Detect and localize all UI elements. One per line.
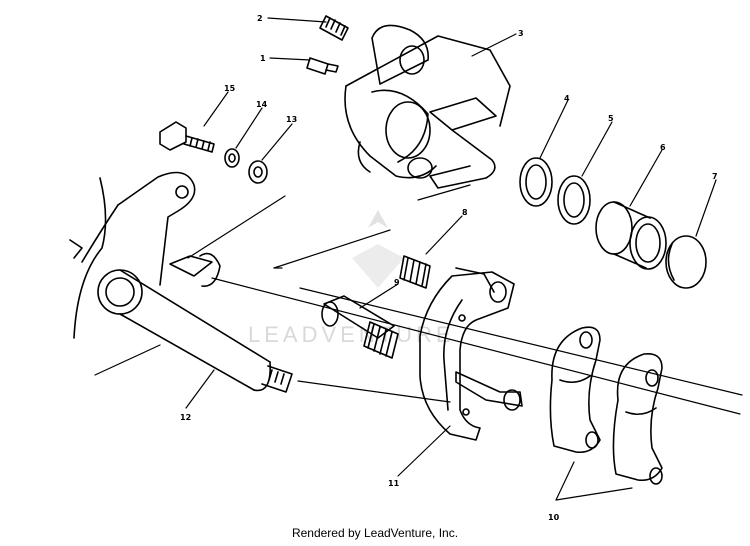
axis-lines (94, 184, 743, 415)
callout-9: 9 (394, 278, 400, 287)
piston-seal-inner (557, 175, 591, 225)
callout-4: 4 (564, 94, 570, 103)
callout-8: 8 (462, 208, 468, 217)
watermark-text: LEADVENTURE (248, 322, 455, 347)
callout-13: 13 (286, 115, 297, 124)
flat-washer (248, 160, 268, 184)
slide-pin-lower (321, 295, 395, 339)
pivot-pin (97, 252, 293, 393)
piston (595, 201, 667, 270)
caliper-body (344, 24, 511, 189)
bleeder-cap (319, 15, 349, 41)
callout-15: 15 (224, 84, 236, 93)
frame-bracket (69, 171, 213, 339)
callout-6: 6 (660, 143, 666, 152)
callout-1: 1 (260, 54, 266, 63)
callout-12: 12 (180, 413, 191, 422)
footer-credit: Rendered by LeadVenture, Inc. (291, 526, 459, 540)
dust-cap (665, 235, 707, 289)
lower-spring (363, 321, 399, 359)
brake-pad-outer (612, 352, 663, 485)
lock-washer (224, 148, 240, 168)
callout-numbers: 2 1 3 4 5 6 7 8 9 10 11 12 13 14 15 (180, 14, 718, 522)
watermark: LEADVENTURE (248, 210, 455, 347)
callout-10: 10 (548, 513, 560, 522)
mounting-bracket (419, 267, 523, 441)
callout-14: 14 (256, 100, 268, 109)
upper-spring (399, 255, 431, 289)
callout-5: 5 (608, 114, 614, 123)
bleeder-screw (306, 57, 339, 75)
callout-3: 3 (518, 29, 524, 38)
leader-lines (185, 17, 717, 501)
mounting-bolt (159, 121, 215, 153)
piston-seal-outer (519, 157, 553, 207)
brake-pad-inner (549, 326, 601, 454)
callout-2: 2 (257, 14, 263, 23)
callout-7: 7 (712, 172, 718, 181)
callout-11: 11 (388, 479, 400, 488)
